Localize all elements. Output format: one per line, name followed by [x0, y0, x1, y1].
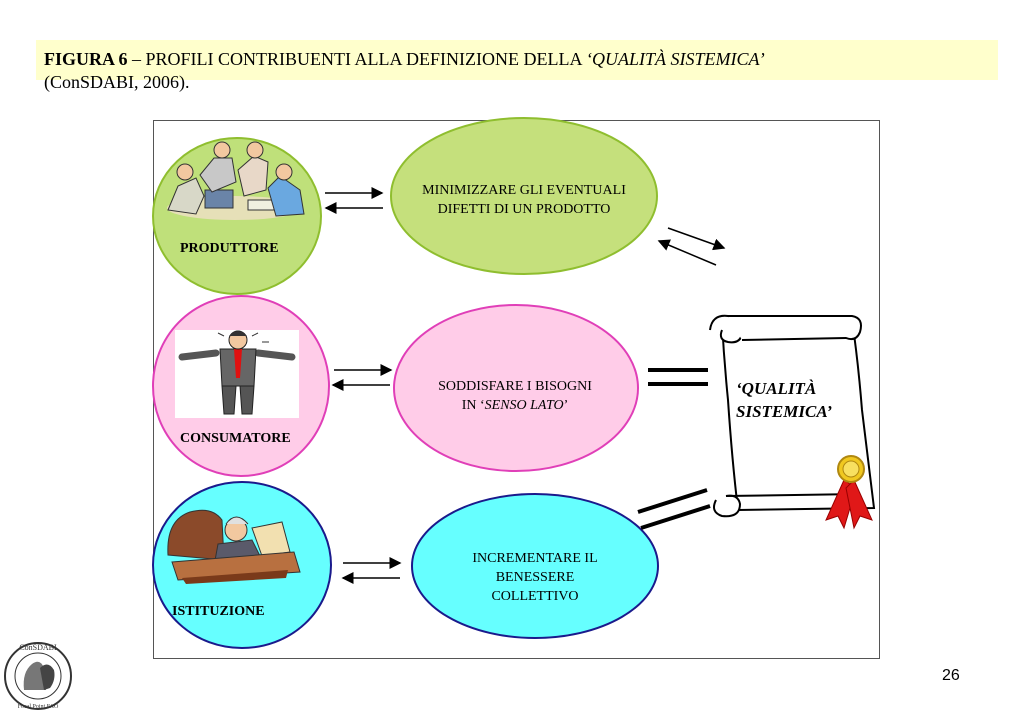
goal-minimizzare-line2: DIFETTI DI UN PRODOTTO [437, 202, 611, 217]
goal-soddisfare-line2-italic: SENSO LATO [484, 398, 564, 413]
role-label-istituzione: ISTITUZIONE [172, 604, 265, 619]
result-label: ‘QUALITÀ SISTEMICA’ [736, 377, 832, 423]
result-label-line2: SISTEMICA’ [736, 402, 833, 421]
goal-soddisfare-line1: SODDISFARE I BISOGNI [438, 379, 592, 394]
official-at-desk-icon [167, 509, 301, 584]
role-label-consumatore: CONSUMATORE [180, 431, 291, 446]
goal-incrementare-line2: BENESSERE [495, 570, 575, 585]
svg-text:ConSDABI: ConSDABI [19, 643, 57, 652]
goal-soddisfare-line2-pre: IN ‘ [461, 398, 485, 413]
caption-dash: – [127, 49, 146, 69]
arrow-minimizzare-to-scroll [667, 227, 726, 251]
goal-minimizzare-line1: MINIMIZZARE GLI EVENTUALI [422, 183, 626, 198]
goal-text-minimizzare: MINIMIZZARE GLI EVENTUALI DIFETTI DI UN … [404, 181, 644, 219]
caption-title-italic: ‘QUALITÀ SISTEMICA’ [585, 49, 765, 69]
consdabi-logo-icon: ConSDABI Focal Point FAO [4, 642, 72, 710]
goal-text-incrementare: INCREMENTARE IL BENESSERE COLLETTIVO [435, 549, 635, 606]
figure-label: FIGURA 6 [44, 49, 128, 69]
goal-text-soddisfare: SODDISFARE I BISOGNI IN ‘SENSO LATO’ [405, 377, 625, 415]
goal-ellipse-soddisfare [393, 304, 639, 472]
arrow-scroll-to-minimizzare [657, 239, 717, 266]
result-label-line1: ‘QUALITÀ [736, 379, 817, 398]
page-number: 26 [942, 667, 960, 684]
confused-man-icon [175, 330, 299, 418]
business-team-icon [167, 141, 305, 220]
goal-incrementare-line1: INCREMENTARE IL [472, 551, 598, 566]
caption-title: PROFILI CONTRIBUENTI ALLA DEFINIZIONE DE… [145, 49, 582, 69]
goal-ellipse-minimizzare [390, 117, 658, 275]
caption-title-line: FIGURA 6 – PROFILI CONTRIBUENTI ALLA DEF… [44, 49, 765, 70]
equals-sign-incrementare [637, 488, 711, 530]
goal-incrementare-line3: COLLETTIVO [491, 589, 579, 604]
equals-sign-soddisfare [648, 368, 708, 386]
goal-ellipse-incrementare [411, 493, 659, 639]
figure-caption: FIGURA 6 – PROFILI CONTRIBUENTI ALLA DEF… [36, 40, 998, 92]
svg-text:Focal Point FAO: Focal Point FAO [18, 704, 59, 710]
role-label-produttore: PRODUTTORE [180, 241, 279, 256]
caption-source: (ConSDABI, 2006). [44, 72, 190, 92]
scroll-with-seal-icon [709, 314, 876, 530]
goal-soddisfare-line2-post: ’ [563, 398, 569, 413]
goal-soddisfare-line2: IN ‘SENSO LATO’ [405, 396, 625, 415]
